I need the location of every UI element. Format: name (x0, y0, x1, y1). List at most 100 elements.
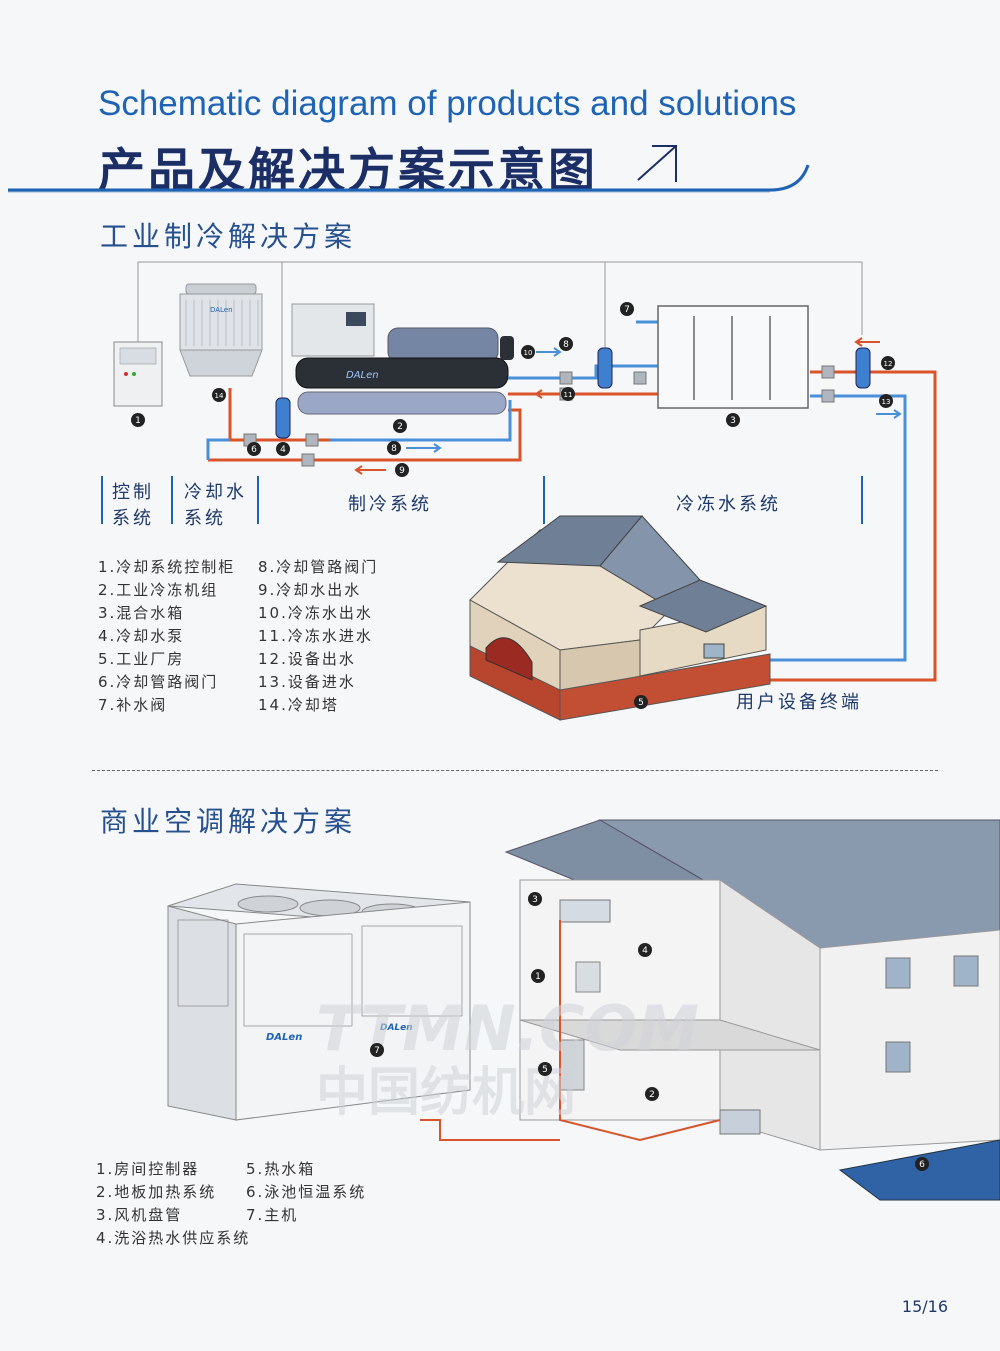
badge-c1: 1 (531, 969, 545, 983)
legend-item: 3.风机盘管 (96, 1206, 183, 1224)
svg-text:8: 8 (563, 340, 569, 350)
legend-item: 4.冷却水泵 (98, 627, 185, 645)
system-separators (101, 476, 863, 524)
cooling-water-pump (275, 397, 291, 439)
badge-3: 3 (726, 413, 740, 427)
industrial-diagram: DALen DALen (101, 261, 937, 721)
svg-text:7: 7 (374, 1046, 380, 1056)
legend-item: 5.热水箱 (246, 1160, 316, 1178)
commercial-legend-right: 5.热水箱 6.泳池恒温系统 7.主机 (246, 1158, 366, 1227)
badge-1: 1 (131, 413, 145, 427)
watermark-cn: 中国纺机网 (316, 1063, 576, 1123)
industrial-legend-right: 8.冷却管路阀门 9.冷却水出水 10.冷冻水出水 11.冷冻水进水 12.设备… (258, 556, 378, 717)
badge-11: 11 (561, 387, 575, 401)
tower-brand: DALen (210, 306, 233, 314)
badge-4: 4 (276, 442, 290, 456)
badge-13: 13 (879, 394, 893, 408)
badge-14: 14 (212, 388, 226, 402)
svg-text:1: 1 (135, 416, 141, 426)
heat-pump-unit: DALen DALen (167, 883, 471, 1121)
label-user-terminal: 用户设备终端 (736, 692, 862, 713)
svg-text:14: 14 (215, 392, 224, 400)
svg-text:4: 4 (280, 445, 286, 455)
label-control-system: 控制 系统 (112, 482, 154, 529)
flow-arrows (354, 337, 902, 475)
badge-c2: 2 (645, 1087, 659, 1101)
svg-text:7: 7 (624, 305, 630, 315)
industrial-section-title: 工业制冷解决方案 (100, 220, 357, 253)
svg-text:11: 11 (564, 391, 573, 399)
svg-text:1: 1 (535, 972, 541, 982)
hot-pipes (208, 370, 937, 682)
industrial-legend-left: 1.冷却系统控制柜 2.工业冷冻机组 3.混合水箱 4.冷却水泵 5.工业厂房 … (98, 556, 235, 717)
industrial-number-badges: 1 2 3 5 6 4 7 8 8 9 10 11 12 13 14 (131, 302, 895, 709)
svg-text:8: 8 (391, 444, 397, 454)
chilled-water-pump (597, 347, 613, 389)
badge-c5: 5 (538, 1062, 552, 1076)
svg-text:3: 3 (730, 416, 736, 426)
unit-brand: DALen (266, 1032, 302, 1043)
legend-item: 2.工业冷冻机组 (98, 581, 219, 599)
legend-item: 4.洗浴热水供应系统 (96, 1229, 251, 1247)
svg-text:3: 3 (532, 895, 538, 905)
legend-item: 6.泳池恒温系统 (246, 1183, 367, 1201)
control-cabinet (113, 341, 163, 407)
header-decoration (8, 145, 810, 193)
commercial-diagram: DALen DALen TTMN.COM 中国纺机网 1 2 3 4 5 6 7 (167, 819, 1000, 1201)
legend-item: 13.设备进水 (258, 673, 356, 691)
badge-8b: 8 (387, 441, 401, 455)
badge-c3: 3 (528, 892, 542, 906)
svg-text:12: 12 (884, 360, 893, 368)
arrow-up-right-icon (637, 145, 677, 182)
badge-5: 5 (634, 695, 648, 709)
badge-8a: 8 (559, 337, 573, 351)
legend-item: 10.冷冻水出水 (258, 604, 373, 622)
badge-9: 9 (395, 463, 409, 477)
svg-text:5: 5 (638, 698, 644, 708)
svg-text:2: 2 (649, 1090, 655, 1100)
legend-item: 11.冷冻水进水 (258, 627, 373, 645)
legend-item: 3.混合水箱 (98, 604, 185, 622)
badge-c4: 4 (638, 943, 652, 957)
equipment-pump (855, 347, 871, 389)
badge-6: 6 (247, 442, 261, 456)
page-number: 15/16 (901, 1297, 948, 1316)
cooling-tower: DALen (179, 283, 263, 377)
legend-item: 9.冷却水出水 (258, 581, 362, 599)
legend-item: 5.工业厂房 (98, 650, 185, 668)
legend-item: 1.房间控制器 (96, 1160, 200, 1178)
industrial-chiller: DALen (291, 303, 514, 415)
label-cooling-water-system: 冷却水 系统 (184, 482, 247, 529)
commercial-legend-left: 1.房间控制器 2.地板加热系统 3.风机盘管 4.洗浴热水供应系统 (96, 1158, 250, 1250)
svg-text:10: 10 (524, 349, 533, 357)
legend-item: 2.地板加热系统 (96, 1183, 217, 1201)
chiller-brand: DALen (346, 370, 379, 381)
label-refrigeration-system: 制冷系统 (348, 494, 432, 515)
svg-text:9: 9 (399, 466, 405, 476)
badge-12: 12 (881, 356, 895, 370)
svg-text:4: 4 (642, 946, 648, 956)
svg-text:6: 6 (251, 445, 257, 455)
svg-text:5: 5 (542, 1065, 548, 1075)
badge-c6: 6 (915, 1157, 929, 1171)
legend-item: 7.主机 (246, 1206, 299, 1224)
label-chilled-water-system: 冷冻水系统 (676, 494, 781, 515)
badge-c7: 7 (370, 1043, 384, 1057)
svg-text:6: 6 (919, 1160, 925, 1170)
commercial-number-badges: 1 2 3 4 5 6 7 (370, 892, 929, 1171)
legend-item: 7.补水阀 (98, 696, 168, 714)
badge-7: 7 (620, 302, 634, 316)
section-divider (92, 770, 938, 771)
house-cutaway (420, 819, 1000, 1201)
badge-2: 2 (393, 419, 407, 433)
legend-item: 14.冷却塔 (258, 696, 339, 714)
legend-item: 1.冷却系统控制柜 (98, 558, 236, 576)
header-divider (8, 164, 810, 192)
title-english: Schematic diagram of products and soluti… (98, 84, 797, 123)
svg-text:2: 2 (397, 422, 403, 432)
badge-10: 10 (521, 345, 535, 359)
legend-item: 8.冷却管路阀门 (258, 558, 379, 576)
svg-text:13: 13 (882, 398, 891, 406)
control-wiring (137, 261, 863, 400)
legend-item: 6.冷却管路阀门 (98, 673, 219, 691)
